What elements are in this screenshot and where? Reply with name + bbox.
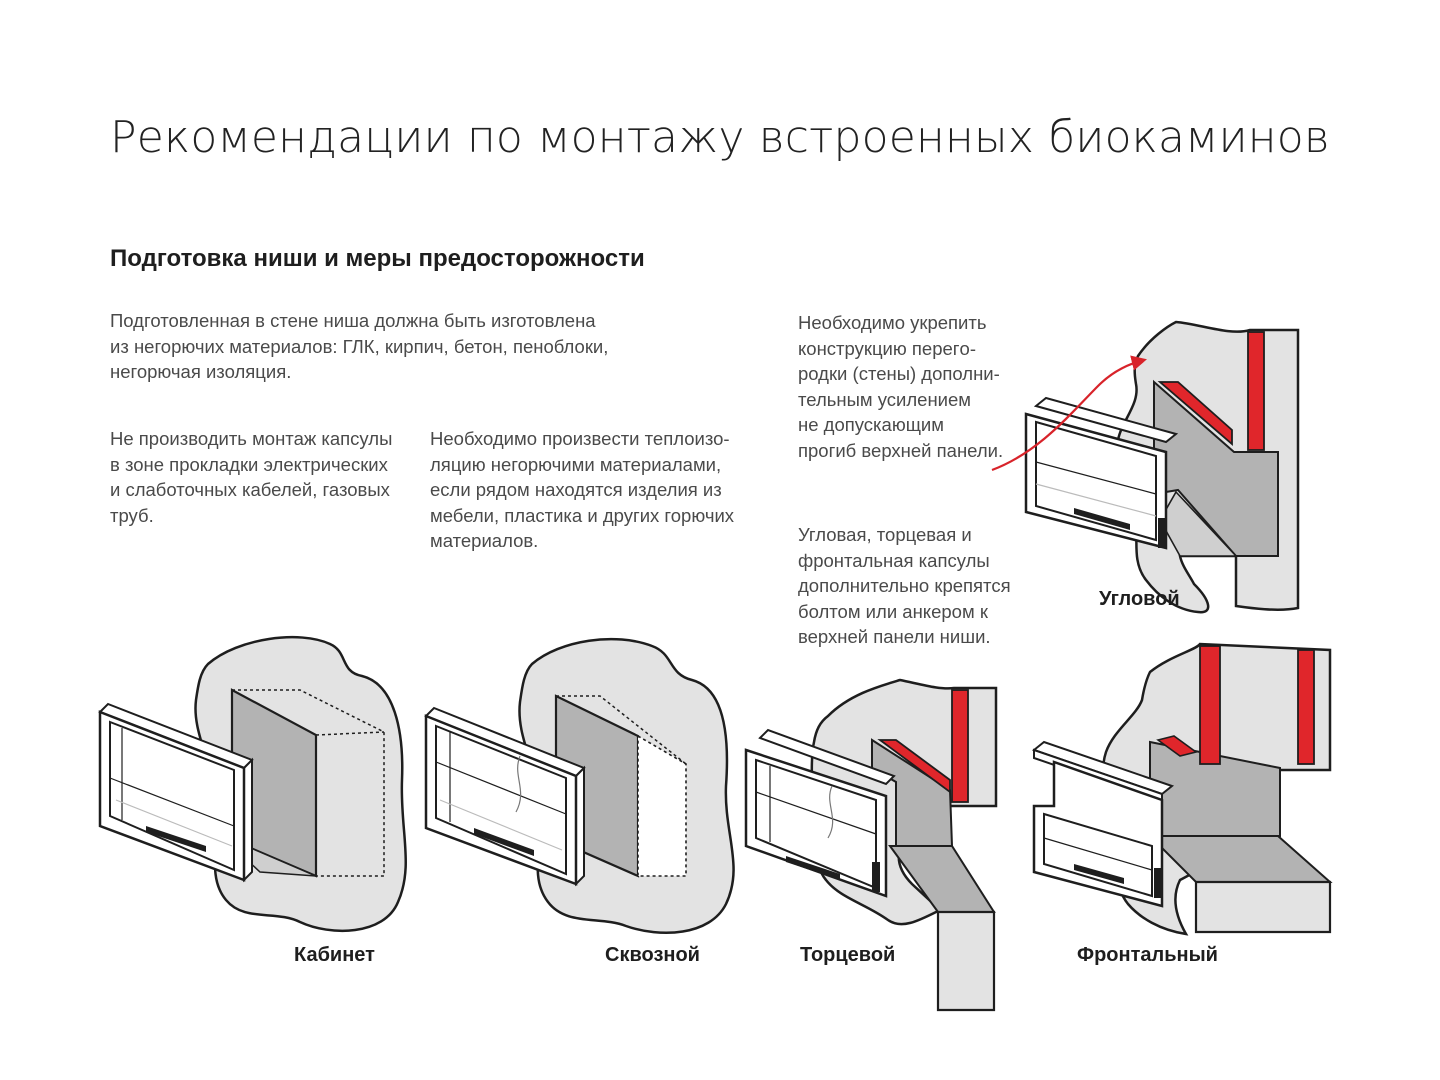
cables-line: труб. (110, 504, 154, 526)
bolts-line: фронтальная капсулы (798, 549, 990, 571)
curved-arrow-icon (991, 355, 1147, 472)
bolts-line: Угловая, торцевая и (798, 524, 972, 545)
reinforcement-line: родки (стены) дополни- (798, 363, 1000, 384)
corner-illustration (991, 320, 1300, 614)
through-illustration (424, 637, 735, 934)
page-title: Рекомендации по монтажу встроенных биока… (110, 112, 1330, 163)
end-illustration (744, 678, 998, 1012)
intro-line: Подготовленная в стене ниша должна быть … (110, 310, 596, 331)
end-insulation-vertical (951, 689, 969, 803)
bolts-paragraph: Угловая, торцевая и фронтальная капсулы … (798, 522, 1011, 650)
insulation-line: мебели, пластика и других горючих (430, 504, 735, 526)
corner-capsule (1024, 396, 1179, 550)
label-end: Торцевой (800, 944, 896, 966)
reinforcement-line: прогиб верхней панели. (798, 439, 1004, 461)
label-corner: Угловой (1099, 588, 1180, 610)
insulation-line: Необходимо произвести теплоизо- (430, 428, 730, 449)
cables-line: Не производить монтаж капсулы (110, 428, 393, 449)
frontal-insulation-left (1199, 645, 1221, 765)
insulation-paragraph: Необходимо произвести теплоизо- ляцию не… (430, 426, 734, 554)
section-subtitle: Подготовка ниши и меры предосторожности (110, 245, 645, 272)
end-niche-block (936, 910, 996, 1012)
frontal-insulation-diagonal (1156, 735, 1198, 757)
label-frontal: Фронтальный (1077, 944, 1218, 966)
cables-warning-paragraph: Не производить монтаж капсулы в зоне про… (110, 426, 392, 528)
through-capsule (424, 706, 586, 887)
frontal-insulation-right (1297, 649, 1315, 765)
label-cabinet: Кабинет (294, 944, 375, 966)
insulation-line: материалов. (430, 530, 539, 551)
cabinet-niche-dashed (315, 731, 385, 736)
cables-line: и слаботочных кабелей, газовых (110, 479, 390, 500)
bolts-line: верхней панели ниши. (798, 626, 991, 647)
reinforcement-line: не допускающим (798, 414, 944, 435)
reinforcement-line: конструкцию перегo- (798, 337, 976, 359)
cables-line: в зоне прокладки электрических (110, 453, 388, 475)
bolts-line: болтом или анкером к (798, 600, 988, 622)
corner-insulation-vertical (1247, 331, 1265, 451)
through-niche-dashed (556, 695, 687, 765)
corner-insulation-diagonal (1157, 381, 1233, 446)
through-niche-opening (637, 734, 687, 877)
end-insulation-diagonal (877, 739, 951, 794)
insulation-line: если рядом находятся изделия из (430, 479, 722, 500)
end-capsule (744, 728, 896, 898)
cabinet-capsule (98, 702, 254, 883)
label-through: Сквозной (605, 944, 700, 966)
reinforcement-paragraph: Необходимо укрепить конструкцию перегo- … (798, 310, 1003, 463)
frontal-niche-block (1194, 880, 1332, 934)
reinforcement-line: тельным усилением (798, 388, 972, 410)
insulation-line: ляцию негорючими материалами, (430, 453, 722, 475)
intro-line: из негорючих материалов: ГЛК, кирпич, бе… (110, 335, 609, 357)
cabinet-illustration (98, 635, 407, 933)
intro-line: негорючая изоляция. (110, 361, 292, 382)
bolts-line: дополнительно крепятся (798, 575, 1011, 596)
intro-paragraph: Подготовленная в стене ниша должна быть … (110, 308, 608, 385)
reinforcement-line: Необходимо укрепить (798, 312, 987, 333)
frontal-capsule (1031, 740, 1175, 908)
frontal-illustration (1031, 642, 1333, 936)
